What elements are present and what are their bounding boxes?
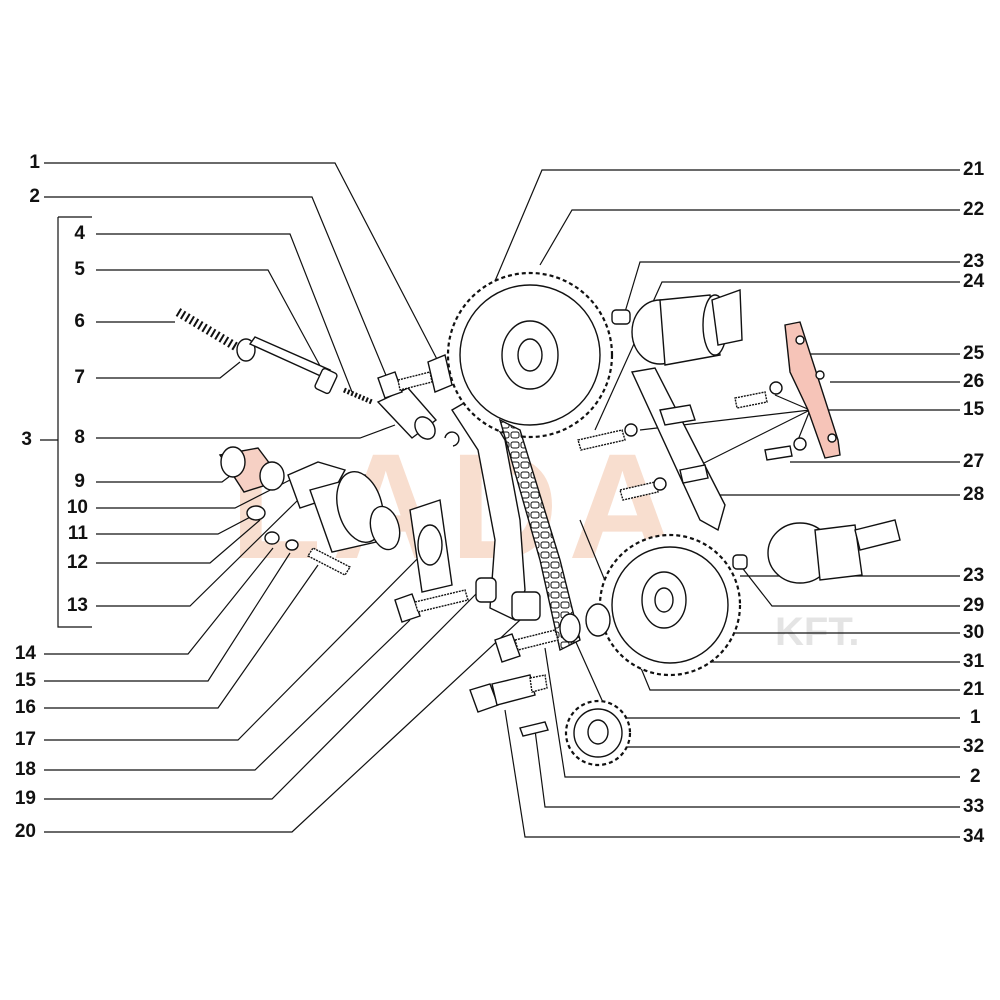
callout-label-22: 22 bbox=[963, 199, 985, 220]
callout-label-1: 1 bbox=[29, 152, 40, 173]
callout-label-12: 12 bbox=[66, 552, 88, 573]
callout-label-34: 34 bbox=[963, 826, 985, 847]
callout-label-19: 19 bbox=[14, 788, 36, 809]
callout-label-9: 9 bbox=[74, 471, 85, 492]
callout-label-21-top: 21 bbox=[963, 159, 985, 180]
callout-label-28: 28 bbox=[963, 484, 985, 505]
callout-label-23-top: 23 bbox=[963, 251, 985, 272]
callout-label-5: 5 bbox=[74, 259, 85, 280]
callout-label-2: 2 bbox=[29, 186, 40, 207]
callout-label-2-right: 2 bbox=[970, 766, 981, 787]
callout-label-17: 17 bbox=[14, 729, 36, 750]
callout-label-15: 15 bbox=[14, 670, 36, 691]
callout-label-30: 30 bbox=[963, 622, 985, 643]
callout-label-21-bottom: 21 bbox=[963, 679, 985, 700]
callout-label-31: 31 bbox=[963, 651, 985, 672]
callout-label-15-right: 15 bbox=[963, 399, 985, 420]
callout-label-13: 13 bbox=[66, 595, 88, 616]
callout-label-25: 25 bbox=[963, 343, 985, 364]
callout-label-4: 4 bbox=[74, 223, 85, 244]
callout-label-10: 10 bbox=[66, 497, 88, 518]
callout-label-27: 27 bbox=[963, 451, 985, 472]
callout-label-11: 11 bbox=[67, 523, 88, 544]
callout-label-18: 18 bbox=[14, 759, 36, 780]
callout-label-24: 24 bbox=[963, 271, 985, 292]
callout-label-23-bottom: 23 bbox=[963, 565, 985, 586]
callout-label-20: 20 bbox=[14, 821, 36, 842]
spring-part bbox=[175, 308, 241, 352]
watermark-subtext: KFT. bbox=[775, 610, 860, 654]
callout-label-8: 8 bbox=[74, 427, 85, 448]
parts bbox=[175, 271, 901, 767]
callout-label-33: 33 bbox=[963, 796, 985, 817]
callout-label-26: 26 bbox=[963, 371, 985, 392]
callout-label-3: 3 bbox=[21, 429, 32, 450]
callout-label-32: 32 bbox=[963, 736, 985, 757]
callout-label-14: 14 bbox=[14, 643, 36, 664]
callout-label-7: 7 bbox=[74, 367, 85, 388]
callout-label-1-right: 1 bbox=[970, 707, 981, 728]
callout-label-6: 6 bbox=[74, 311, 85, 332]
callout-label-29: 29 bbox=[963, 595, 985, 616]
callout-label-16: 16 bbox=[14, 697, 36, 718]
